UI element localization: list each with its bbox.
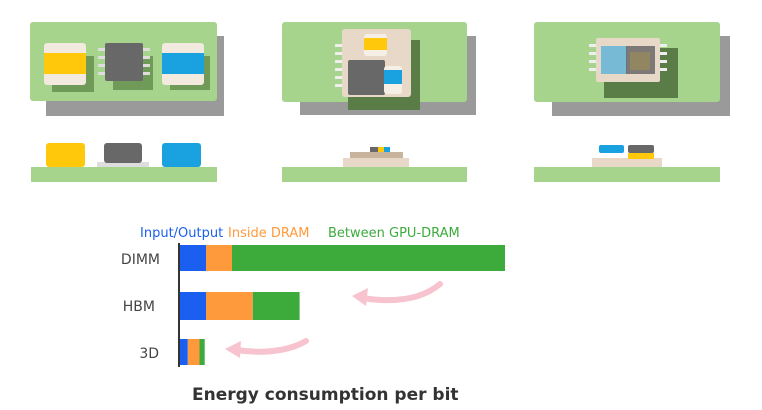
stacked-die-base <box>592 158 662 167</box>
dimm-side-view <box>31 143 217 182</box>
dram-chip <box>105 43 143 81</box>
bar-3d-input-output <box>180 339 188 365</box>
dram-chip <box>370 147 378 152</box>
board-edge <box>534 167 720 182</box>
bar-hbm-input-output <box>180 292 206 320</box>
blue-capacitor <box>162 53 204 74</box>
3d-top-view <box>534 22 730 116</box>
blue-capacitor <box>384 70 402 84</box>
blue-capacitor <box>384 147 390 152</box>
stack-pins <box>589 44 667 71</box>
bar-3d-between-gpu-dram <box>199 339 205 365</box>
bar-dimm-inside-dram <box>206 245 232 271</box>
stacked-yellow-layer <box>630 52 650 70</box>
silicon-interposer <box>343 158 409 167</box>
row-label-dimm: DIMM <box>121 252 160 268</box>
yellow-capacitor <box>628 153 654 159</box>
hbm-side-view <box>282 147 467 182</box>
bar-dimm-input-output <box>180 245 206 271</box>
dram-chip-leads <box>97 162 149 167</box>
stacked-blue-layer <box>601 46 627 74</box>
hbm-top-view <box>282 22 476 115</box>
arrowhead <box>352 288 368 306</box>
reduction-arrow-dimm-hbm <box>359 281 443 304</box>
bar-hbm-inside-dram <box>206 292 253 320</box>
board-edge <box>282 167 467 182</box>
arrowhead <box>225 341 241 358</box>
row-label-hbm: HBM <box>123 299 155 315</box>
dram-chip <box>628 145 654 153</box>
interposer-pins <box>335 44 342 87</box>
bar-3d-inside-dram <box>187 339 200 365</box>
bar-hbm-between-gpu-dram <box>252 292 300 320</box>
interposer-top <box>350 152 403 158</box>
legend-inside-dram: Inside DRAM <box>228 226 309 241</box>
board-edge <box>31 167 217 182</box>
3d-side-view <box>534 145 720 182</box>
yellow-capacitor <box>44 53 86 74</box>
yellow-capacitor <box>364 38 387 50</box>
dram-chip <box>104 143 142 163</box>
legend-between-gpu-dram: Between GPU-DRAM <box>328 226 460 241</box>
yellow-capacitor <box>46 143 85 167</box>
reduction-arrow-hbm-3d <box>233 338 309 355</box>
blue-capacitor <box>599 145 624 153</box>
footer-title: Energy consumption per bit <box>192 385 459 405</box>
dimm-top-view <box>30 22 224 116</box>
bar-dimm-between-gpu-dram <box>232 245 505 271</box>
legend-input-output: Input/Output <box>140 226 223 241</box>
dram-chip-pins <box>98 48 150 75</box>
dram-chip <box>348 60 385 95</box>
blue-capacitor <box>162 143 201 167</box>
bars <box>180 245 505 365</box>
row-label-3d: 3D <box>139 346 159 362</box>
energy-chart: Input/Output Inside DRAM Between GPU-DRA… <box>121 226 505 405</box>
yellow-capacitor <box>378 147 384 152</box>
